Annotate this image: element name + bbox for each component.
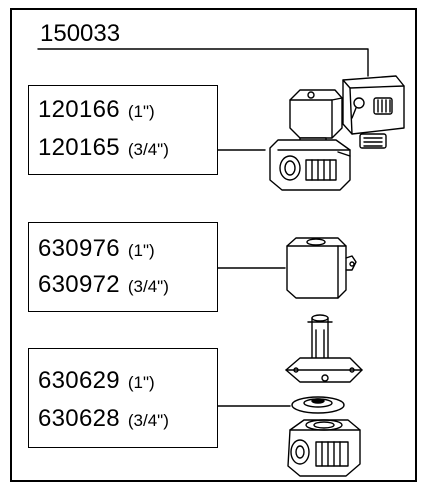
part-size: (1") bbox=[127, 241, 155, 260]
part-row: 630628 (3/4") bbox=[38, 407, 169, 431]
part-row: 120165 (3/4") bbox=[38, 136, 169, 160]
part-box-repair-kit: 630629 (1") 630628 (3/4") bbox=[28, 348, 218, 448]
part-number: 630976 bbox=[38, 235, 120, 262]
part-row: 120166 (1") bbox=[38, 98, 155, 122]
leader-line-150033 bbox=[37, 48, 369, 77]
part-size: (3/4") bbox=[127, 277, 169, 296]
part-size: (1") bbox=[127, 373, 155, 392]
part-row: 630629 (1") bbox=[38, 369, 155, 393]
part-box-coil: 630976 (1") 630972 (3/4") bbox=[28, 222, 218, 312]
part-number: 630628 bbox=[38, 405, 120, 432]
part-number: 120165 bbox=[38, 134, 120, 161]
solenoid-coil-icon bbox=[286, 237, 357, 299]
diagram-frame bbox=[10, 8, 417, 482]
part-number: 120166 bbox=[38, 96, 120, 123]
valve-bonnet-icon bbox=[285, 314, 363, 383]
part-row: 630972 (3/4") bbox=[38, 273, 169, 297]
valve-body-icon bbox=[287, 419, 361, 477]
part-size: (1") bbox=[127, 102, 155, 121]
part-number-150033: 150033 bbox=[40, 20, 121, 47]
part-box-valve: 120166 (1") 120165 (3/4") bbox=[28, 85, 218, 175]
part-row: 630976 (1") bbox=[38, 237, 155, 261]
part-size: (3/4") bbox=[127, 411, 169, 430]
solenoid-valve-icon bbox=[269, 89, 351, 191]
part-number: 630972 bbox=[38, 271, 120, 298]
connector-plug-icon bbox=[342, 75, 405, 149]
diaphragm-icon bbox=[291, 396, 345, 414]
part-number: 630629 bbox=[38, 367, 120, 394]
part-size: (3/4") bbox=[127, 140, 169, 159]
